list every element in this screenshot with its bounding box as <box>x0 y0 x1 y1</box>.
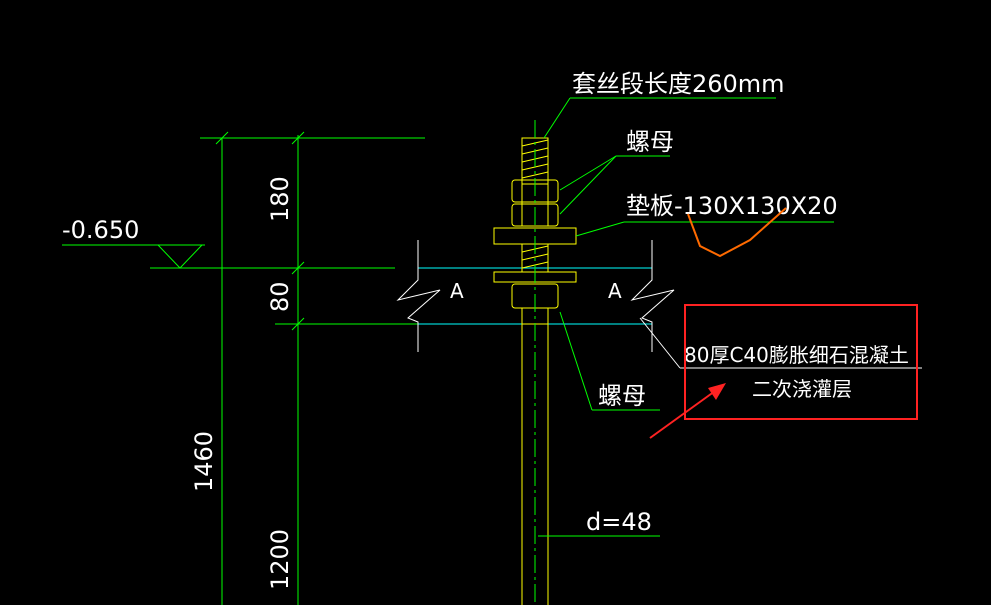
dim-tick-80 <box>291 317 305 331</box>
anchor-bolt <box>493 120 577 605</box>
plate-label: 垫板-130X130X20 <box>626 192 838 220</box>
markup-red-arrow-shaft <box>649 385 723 439</box>
elevation-label: -0.650 <box>62 216 139 244</box>
markup-red-arrow-head-icon <box>708 383 726 400</box>
leader-concrete-diag <box>639 317 681 369</box>
leader-plate-diag <box>575 221 625 237</box>
concrete-label-line1: 80厚C40膨胀细石混凝土 <box>684 343 909 367</box>
nut-bottom-label: 螺母 <box>598 382 646 410</box>
dimension-group <box>150 131 425 605</box>
nut-top-label: 螺母 <box>626 128 674 156</box>
markup-orange-stroke <box>687 207 787 258</box>
leader-nut-top-diag1 <box>559 155 617 191</box>
nut-top-2-icon <box>511 203 559 227</box>
break-line-right-icon <box>630 240 675 352</box>
aggregate-mark-right: A <box>608 279 622 303</box>
dim-tick-top <box>291 131 305 145</box>
dim-tick-top-outer <box>215 131 229 145</box>
aggregate-mark-left: A <box>450 279 464 303</box>
elevation-marker <box>62 244 205 269</box>
leader-nut-bottom-diag <box>559 311 593 411</box>
dim-80-label: 80 <box>266 281 294 312</box>
thread-hatch <box>521 253 549 261</box>
dim-tick-elev <box>291 261 305 275</box>
thread-length-label: 套丝段长度260mm <box>572 70 785 98</box>
thread-hatch <box>521 171 549 179</box>
break-line-left-icon <box>396 240 441 352</box>
concrete-label-line2: 二次浇灌层 <box>752 377 852 401</box>
leader-thread-diag <box>543 97 571 139</box>
diameter-label: d=48 <box>586 508 652 536</box>
dim-1460-label: 1460 <box>190 431 218 492</box>
markup-red-box <box>684 304 918 420</box>
leader-nut-top-diag2 <box>559 155 617 215</box>
dim-1200-label: 1200 <box>266 529 294 590</box>
dim-180-label: 180 <box>266 176 294 222</box>
elevation-triangle-icon <box>157 244 203 269</box>
